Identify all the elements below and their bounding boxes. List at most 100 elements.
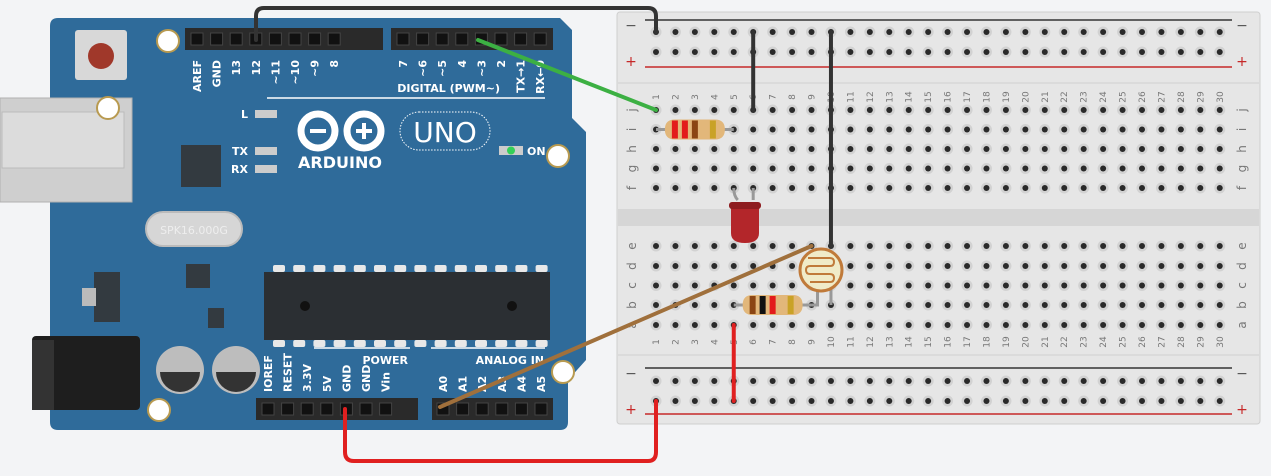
header-pin-tx1[interactable] <box>514 32 528 46</box>
rail-hole-dot <box>1061 49 1068 55</box>
breadboard-hole-dot <box>1216 282 1223 289</box>
breadboard-hole-dot <box>789 263 796 269</box>
breadboard-hole-dot <box>750 165 757 172</box>
column-number: 29 <box>1196 91 1206 103</box>
led-l <box>255 110 277 118</box>
pin-label: A4 <box>515 375 528 392</box>
wire-a0-to-breadboard[interactable] <box>438 244 814 409</box>
header-pin-a4[interactable] <box>514 402 528 416</box>
rail-hole-dot <box>1119 398 1126 404</box>
breadboard-hole-dot <box>964 322 971 328</box>
rail-hole-dot <box>905 29 912 35</box>
breadboard-hole-dot <box>1022 263 1029 269</box>
header-pin-gnd[interactable] <box>359 402 373 416</box>
breadboard-hole-dot <box>1197 185 1204 191</box>
row-letter: j <box>1235 108 1249 112</box>
led-body <box>731 205 759 243</box>
header-pin-7[interactable] <box>396 32 410 46</box>
header-pin-11[interactable] <box>268 32 282 46</box>
breadboard-hole-dot <box>1041 107 1048 113</box>
breadboard[interactable]: − − + + − − + + 112233445566778899101011… <box>616 11 1261 425</box>
header-pin-33v[interactable] <box>300 402 314 416</box>
breadboard-hole-dot <box>1100 282 1107 289</box>
rail-hole-dot <box>808 398 815 404</box>
breadboard-hole-dot <box>1061 302 1068 308</box>
header-pin-a3[interactable] <box>495 402 509 416</box>
rail-hole-dot <box>808 49 815 55</box>
header-pin-9[interactable] <box>308 32 322 46</box>
breadboard-hole-dot <box>1100 185 1107 191</box>
column-number: 14 <box>905 336 915 348</box>
header-pin-aref[interactable] <box>190 32 204 46</box>
wire-5v-to-rail[interactable] <box>343 399 658 463</box>
rail-hole-dot <box>905 378 912 384</box>
breadboard-hole-dot <box>983 282 990 289</box>
breadboard-hole-dot <box>672 146 679 152</box>
chip-leg <box>454 340 467 347</box>
column-number: 9 <box>808 94 818 100</box>
breadboard-hole-dot <box>983 302 990 308</box>
header-pin-5v[interactable] <box>320 402 334 416</box>
header-pin-10[interactable] <box>288 32 302 46</box>
breadboard-hole-dot <box>1080 126 1087 133</box>
wire-pin3-to-breadboard[interactable] <box>476 38 658 112</box>
rail-hole-dot <box>905 398 912 404</box>
arduino-uno-board[interactable]: SPK16.000G ARDUINO UNO L TX RX ON <box>0 18 586 430</box>
power-jack <box>32 336 140 410</box>
breadboard-hole-dot <box>905 263 912 269</box>
header-pin-a2[interactable] <box>475 402 489 416</box>
header-pin-reset[interactable] <box>281 402 295 416</box>
rail-hole-dot <box>866 49 873 55</box>
rail-hole-dot <box>983 49 990 55</box>
pin-label: ~6 <box>417 60 430 77</box>
header-pin-8[interactable] <box>327 32 341 46</box>
rail-hole-dot <box>1002 378 1009 384</box>
chip-leg <box>535 340 548 347</box>
header-pin-13[interactable] <box>229 32 243 46</box>
wire-gnd-to-rail[interactable] <box>254 6 658 42</box>
pin-label: GND <box>211 60 224 87</box>
column-number: 7 <box>769 94 779 100</box>
header-pin-2[interactable] <box>494 32 508 46</box>
column-number: 27 <box>1157 336 1167 347</box>
breadboard-hole-dot <box>769 126 776 133</box>
header-pin-4[interactable] <box>455 32 469 46</box>
breadboard-hole-dot <box>1177 126 1184 133</box>
rail-hole-dot <box>672 29 679 35</box>
resistor-bottom[interactable] <box>733 295 812 315</box>
rail-hole-dot <box>1177 378 1184 384</box>
column-number: 8 <box>788 94 798 100</box>
header-pin-vin[interactable] <box>379 402 393 416</box>
breadboard-hole-dot <box>1080 302 1087 308</box>
row-letter: d <box>625 262 639 270</box>
reset-button[interactable] <box>88 43 114 69</box>
pin-label: Vin <box>380 372 393 392</box>
breadboard-hole-dot <box>1080 185 1087 191</box>
rail-plus-label: + <box>625 54 637 70</box>
resistor-top[interactable] <box>656 119 734 140</box>
breadboard-hole-dot <box>653 322 659 328</box>
breadboard-hole-dot <box>944 322 951 328</box>
breadboard-hole-dot <box>905 302 912 308</box>
led-red[interactable] <box>729 187 761 243</box>
breadboard-hole-dot <box>847 282 854 289</box>
breadboard-hole-dot <box>1216 107 1223 113</box>
header-pin-gnd[interactable] <box>210 32 224 46</box>
header-pin-a5[interactable] <box>534 402 548 416</box>
breadboard-hole-dot <box>886 126 893 133</box>
breadboard-hole-dot <box>672 185 679 191</box>
header-pin-rx0[interactable] <box>533 32 547 46</box>
header-pin-6[interactable] <box>416 32 430 46</box>
photoresistor[interactable] <box>798 247 844 307</box>
chip-leg <box>293 340 306 347</box>
pin-label: ~10 <box>289 60 302 85</box>
breadboard-hole-dot <box>1061 185 1068 191</box>
breadboard-hole-dot <box>672 165 679 172</box>
header-pin-a1[interactable] <box>456 402 470 416</box>
arduino-logo <box>297 110 385 152</box>
header-pin-5[interactable] <box>435 32 449 46</box>
breadboard-hole-dot <box>1041 263 1048 269</box>
pin-label: 12 <box>250 60 263 75</box>
header-pin-ioref[interactable] <box>261 402 275 416</box>
